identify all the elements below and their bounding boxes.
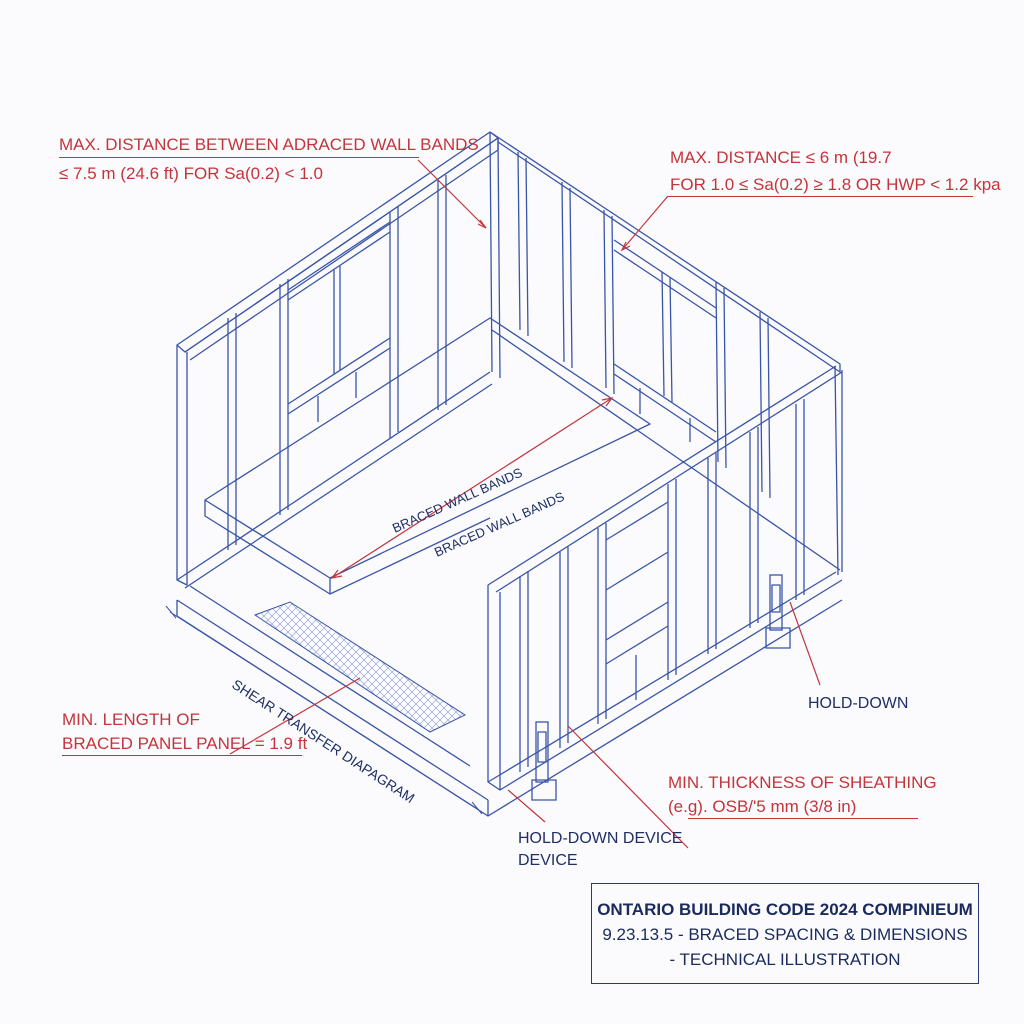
label-min-length-line1: MIN. LENGTH OF — [62, 710, 200, 729]
label-underline — [688, 818, 918, 819]
label-hold-down-right: HOLD-DOWN — [808, 695, 909, 712]
wall-frame — [176, 131, 843, 817]
label-min-thickness-line1: MIN. THICKNESS OF SHEATHING — [668, 773, 937, 792]
label-hold-down-device-line2: DEVICE — [518, 852, 578, 869]
label-max-distance-a-line2: ≤ 7.5 m (24.6 ft) FOR Sa(0.2) < 1.0 — [59, 164, 323, 183]
title-block-line3: - TECHNICAL ILLUSTRATION — [669, 950, 901, 969]
label-underline — [62, 755, 302, 756]
label-max-distance-a-line1: MAX. DISTANCE BETWEEN ADRACED WALL BANDS — [59, 135, 479, 154]
label-max-distance-b-line2: FOR 1.0 ≤ Sa(0.2) ≥ 1.8 OR HWP < 1.2 kpa — [670, 175, 1001, 194]
label-underline — [668, 196, 973, 197]
base-dimension-line — [165, 605, 483, 815]
label-min-length-line2: BRACED PANEL PANEL = 1.9 ft — [62, 734, 308, 753]
title-block: ONTARIO BUILDING CODE 2024 COMPINIEUM 9.… — [591, 883, 979, 984]
title-block-line2: 9.23.13.5 - BRACED SPACING & DIMENSIONS — [602, 925, 968, 944]
shear-mesh — [253, 601, 467, 733]
title-block-line1: ONTARIO BUILDING CODE 2024 COMPINIEUM — [597, 900, 973, 919]
label-hold-down-device-line1: HOLD-DOWN DEVICE — [518, 830, 683, 847]
label-max-distance-b-line1: MAX. DISTANCE ≤ 6 m (19.7 — [670, 148, 892, 167]
label-underline — [59, 157, 419, 158]
hold-down-bracket-right — [765, 574, 791, 649]
hold-down-bracket-left — [531, 721, 557, 801]
label-min-thickness-line2: (e.g). OSB/'5 mm (3/8 in) — [668, 797, 857, 816]
annotation-leaders — [229, 159, 821, 849]
